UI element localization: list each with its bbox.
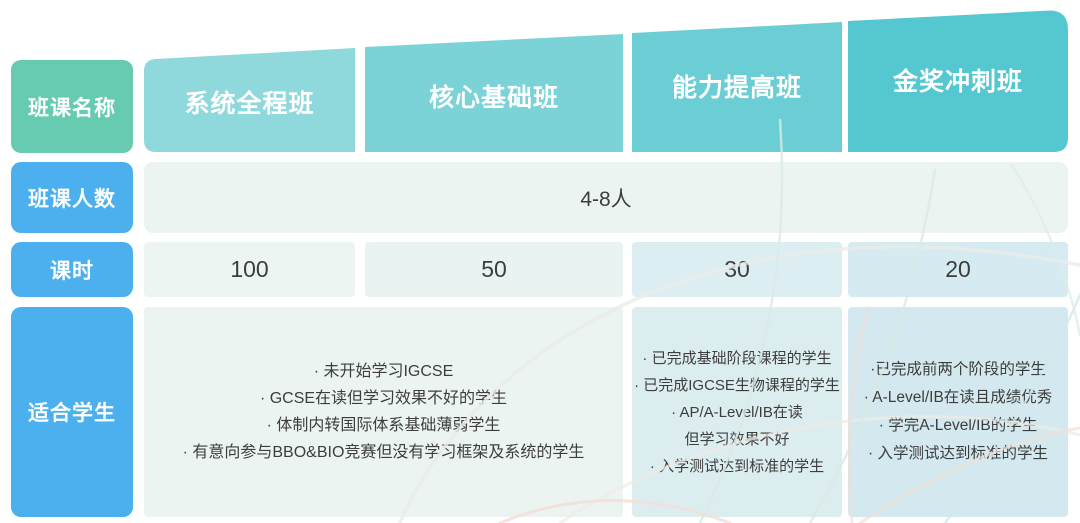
column-header-label-2: 核心基础班 <box>428 84 559 112</box>
column-header-label-1: 系统全程班 <box>184 90 315 118</box>
suitable-cell-col4: ·已完成前两个阶段的学生 · A-Level/IB在读且成绩优秀 · 学完A-L… <box>848 307 1068 517</box>
column-header-shape-3 <box>632 22 842 152</box>
class-size-value: 4-8人 <box>580 187 632 211</box>
suitable-line: · 已完成基础阶段课程的学生 <box>642 349 832 367</box>
suitable-line: · 未开始学习IGCSE <box>313 363 454 380</box>
suitable-line: ·已完成前两个阶段的学生 <box>870 361 1046 378</box>
suitable-line: · AP/A-Level/IB在读 <box>671 403 803 421</box>
hours-cell-4: 20 <box>848 242 1068 297</box>
corner-cell-class-name: 班课名称 <box>11 60 133 153</box>
suitable-line: · 学完A-Level/IB的学生 <box>878 417 1038 434</box>
suitable-line: · 入学测试达到标准的学生 <box>649 457 825 475</box>
suitable-line: · 已完成IGCSE生物课程的学生 <box>634 376 840 394</box>
row-label-class-size: 班课人数 <box>11 162 133 233</box>
column-header-band <box>144 10 1068 152</box>
suitable-cell-col3: · 已完成基础阶段课程的学生 · 已完成IGCSE生物课程的学生 · AP/A-… <box>632 307 842 517</box>
hours-cell-2: 50 <box>365 242 623 297</box>
suitable-line: · 体制内转国际体系基础薄弱学生 <box>266 417 501 434</box>
suitable-cell-col1-col2: · 未开始学习IGCSE · GCSE在读但学习效果不好的学生 · 体制内转国际… <box>144 307 623 517</box>
suitable-line: 但学习效果不好 <box>684 430 790 448</box>
suitable-line: · 有意向参与BBO&BIO竞赛但没有学习框架及系统的学生 <box>182 444 585 461</box>
column-header-shape-1 <box>144 48 355 152</box>
suitable-line: · 入学测试达到标准的学生 <box>868 445 1048 462</box>
column-header-label-3: 能力提高班 <box>671 74 802 102</box>
column-header-label-4: 金奖冲刺班 <box>892 68 1023 96</box>
column-header-shape-2 <box>365 34 623 152</box>
class-size-value-cell: 4-8人 <box>144 162 1068 233</box>
suitable-line: · GCSE在读但学习效果不好的学生 <box>259 390 508 407</box>
row-label-hours: 课时 <box>11 242 133 297</box>
row-label-suitable-students: 适合学生 <box>11 307 133 517</box>
column-header-shape-4 <box>848 10 1068 152</box>
hours-cell-1: 100 <box>144 242 355 297</box>
hours-cell-3: 30 <box>632 242 842 297</box>
suitable-line: · A-Level/IB在读且成绩优秀 <box>863 389 1053 406</box>
